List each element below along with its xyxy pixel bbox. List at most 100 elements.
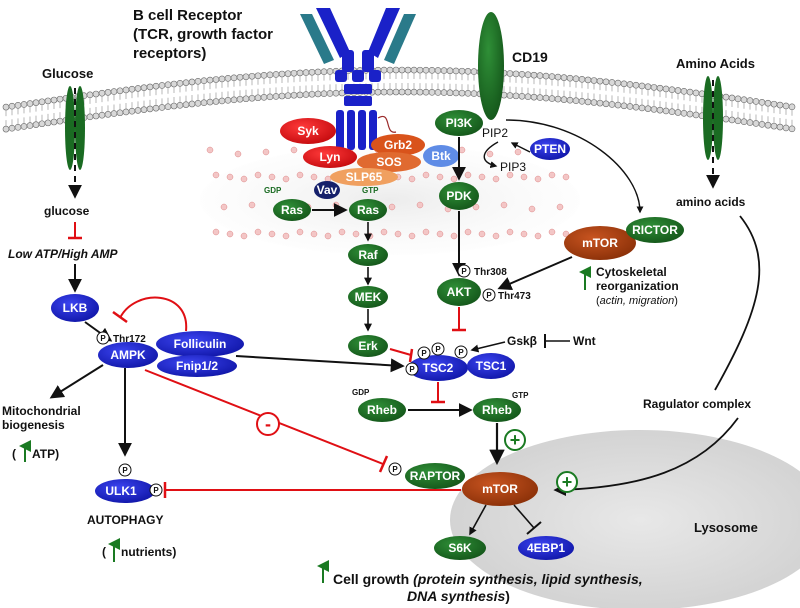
tsc2-phospho-4-p: P xyxy=(458,348,464,357)
lipid-head xyxy=(200,99,208,107)
lipid-head xyxy=(626,103,634,110)
ras-gtp-node xyxy=(349,199,387,221)
raft-lipid xyxy=(324,232,332,240)
pten-to-pip2-arrow xyxy=(510,142,531,153)
lipid-head xyxy=(512,70,520,78)
gsk-label: Gskβ xyxy=(507,334,537,348)
lipid-head xyxy=(608,79,616,86)
lipid-head xyxy=(590,99,598,106)
erk-inhibit-tsc2-line xyxy=(389,348,412,356)
lipid-head xyxy=(212,98,220,105)
lipid-head xyxy=(170,80,178,88)
ulk1-phospho-right-icon xyxy=(149,483,163,497)
ampk-node xyxy=(98,342,158,368)
tsc1-node xyxy=(467,353,515,379)
lysosome-label: Lysosome xyxy=(694,520,758,535)
raft-lipid xyxy=(290,146,298,154)
raft-lipid xyxy=(240,175,248,183)
ulk1-phospho-top-p: P xyxy=(122,466,128,475)
raft-lipid xyxy=(220,203,228,211)
lipid-head xyxy=(404,66,412,74)
folliculin-label: Folliculin xyxy=(174,337,227,351)
lipid-head xyxy=(302,91,310,98)
vav-node xyxy=(314,181,340,199)
erk-node xyxy=(348,335,388,357)
lipid-head xyxy=(86,91,94,99)
lipid-head xyxy=(38,120,46,128)
raft-lipid xyxy=(234,150,242,158)
cyto-line3: (actin, migration) xyxy=(596,295,678,307)
lipid-head xyxy=(146,105,154,113)
lipid-head xyxy=(218,75,226,83)
raft-lipid xyxy=(212,171,220,179)
lipid-head xyxy=(398,88,406,96)
mtorc1-node xyxy=(462,472,538,506)
lipid-head xyxy=(380,88,388,96)
rheb-gtp-node xyxy=(473,398,521,422)
lipid-head xyxy=(518,92,526,100)
akt-label: AKT xyxy=(447,285,472,299)
raft-lipid xyxy=(472,203,480,211)
lipid-head xyxy=(26,122,34,129)
folliculin-node xyxy=(156,331,244,357)
raft-lipid xyxy=(268,230,276,238)
raft-lipid xyxy=(408,175,416,183)
lipid-head xyxy=(566,74,574,82)
raft-lipid xyxy=(332,201,340,209)
lipid-head xyxy=(668,108,676,115)
lipid-head xyxy=(44,97,52,105)
tsc1-label: TSC1 xyxy=(476,359,507,373)
lipid-head xyxy=(236,73,244,81)
lipid-head xyxy=(326,90,334,97)
raf-node xyxy=(348,244,388,266)
ras-gdp-label: Ras xyxy=(281,203,303,217)
plasma-membrane xyxy=(2,66,796,133)
lipid-head xyxy=(98,89,106,97)
lipid-head xyxy=(758,121,766,128)
lipid-head xyxy=(278,92,286,100)
bcr-title: B cell Receptor xyxy=(133,7,242,24)
lipid-head xyxy=(122,108,130,116)
lipid-head xyxy=(284,70,292,77)
raft-lipid xyxy=(436,230,444,238)
gtp-label-rheb: GTP xyxy=(512,391,529,400)
lipid-head xyxy=(242,95,250,103)
lipid-head xyxy=(416,66,424,74)
raft-lipid xyxy=(520,173,528,181)
lipid-head xyxy=(332,89,340,97)
raft-lipid xyxy=(338,228,346,236)
lipid-head xyxy=(14,102,22,109)
lipid-head xyxy=(452,89,460,97)
lipid-head xyxy=(686,88,694,96)
lipid-head xyxy=(452,67,460,75)
lipid-head xyxy=(446,67,454,75)
lipid-head xyxy=(398,66,406,74)
lipid-head xyxy=(746,119,754,126)
pten-node xyxy=(530,138,570,160)
lipid-head xyxy=(386,88,394,96)
raft-lipid xyxy=(422,171,430,179)
lipid-head xyxy=(728,94,736,102)
lipid-head xyxy=(104,111,112,118)
rictor-label: RICTOR xyxy=(632,223,678,237)
lipid-head xyxy=(566,96,574,104)
lipid-head xyxy=(254,72,262,80)
lipid-head xyxy=(8,124,16,132)
lipid-head xyxy=(542,72,550,80)
lipid-head xyxy=(236,95,244,103)
lkb-node xyxy=(51,294,99,322)
lipid-head xyxy=(104,89,112,96)
phospho-thr172-icon xyxy=(96,331,110,345)
slp65-node xyxy=(330,168,398,186)
tsc2-phospho-2-p: P xyxy=(421,349,427,358)
lipid-head xyxy=(734,95,742,103)
lipid-head xyxy=(776,123,784,131)
wnt-label: Wnt xyxy=(573,334,596,348)
lipid-head xyxy=(38,98,46,106)
lipid-head xyxy=(308,90,316,98)
lyn-node xyxy=(303,146,357,168)
erk-inhibit-tsc2-bar xyxy=(408,348,414,363)
glucose-transporter-2 xyxy=(75,86,85,170)
lipid-head xyxy=(590,77,598,84)
lipid-head xyxy=(782,124,790,132)
